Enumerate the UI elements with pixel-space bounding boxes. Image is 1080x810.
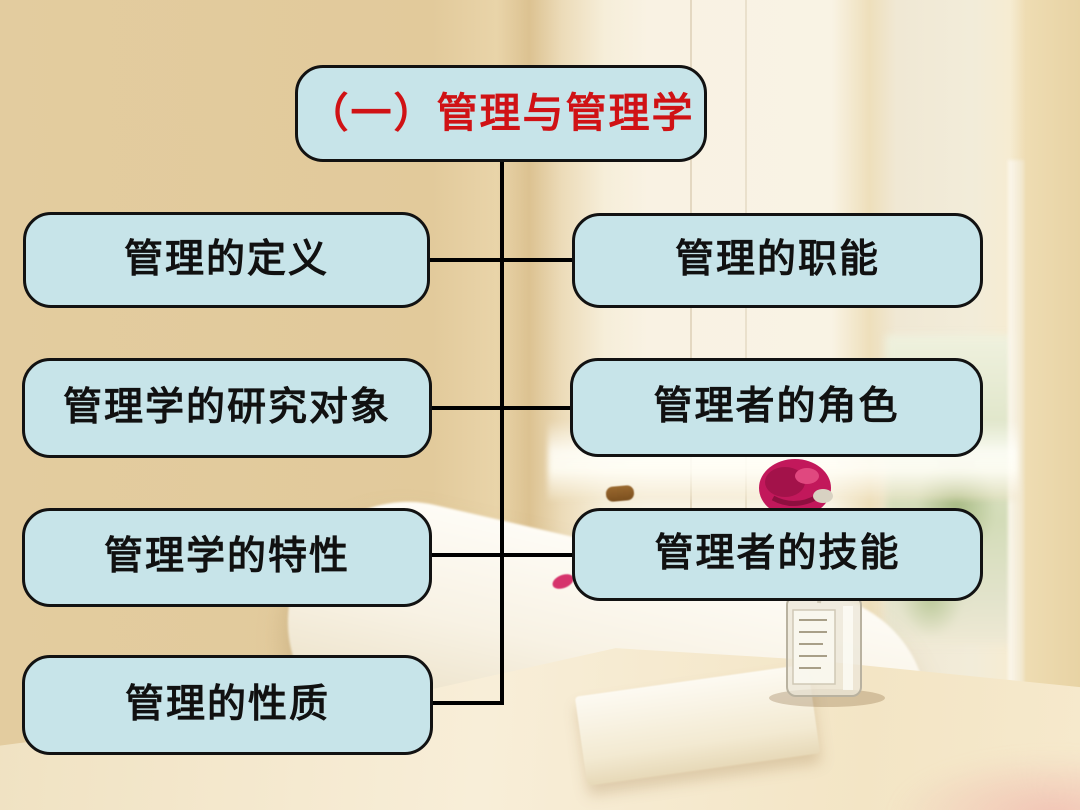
connector-row-2 — [427, 406, 577, 410]
connector-row-3 — [427, 553, 578, 557]
connector-row-1 — [425, 258, 577, 262]
node-nature-of-management: 管理的性质 — [22, 655, 433, 755]
node-label: 管理者的技能 — [654, 532, 901, 576]
connector-vertical-trunk — [500, 160, 504, 705]
node-skills-of-managers: 管理者的技能 — [572, 508, 983, 601]
node-functions-of-management: 管理的职能 — [572, 213, 983, 308]
title-label: （一）管理与管理学 — [307, 89, 695, 136]
wall-panel-seam — [745, 0, 747, 650]
node-title-management-and-management-science: （一）管理与管理学 — [295, 65, 707, 162]
node-research-object-of-management-science: 管理学的研究对象 — [22, 358, 432, 458]
pebble — [605, 484, 635, 503]
node-label: 管理者的角色 — [653, 385, 900, 429]
node-label: 管理的定义 — [123, 237, 329, 281]
wall-panel-seam — [690, 0, 692, 650]
node-roles-of-managers: 管理者的角色 — [570, 358, 983, 457]
connector-row-4 — [428, 701, 504, 705]
node-label: 管理的性质 — [124, 682, 330, 726]
node-label: 管理的职能 — [674, 238, 880, 282]
node-label: 管理学的特性 — [103, 535, 350, 579]
node-definition-of-management: 管理的定义 — [23, 212, 430, 308]
node-label: 管理学的研究对象 — [62, 385, 391, 429]
node-characteristics-of-management-science: 管理学的特性 — [22, 508, 432, 607]
pink-reflection — [820, 710, 1080, 810]
